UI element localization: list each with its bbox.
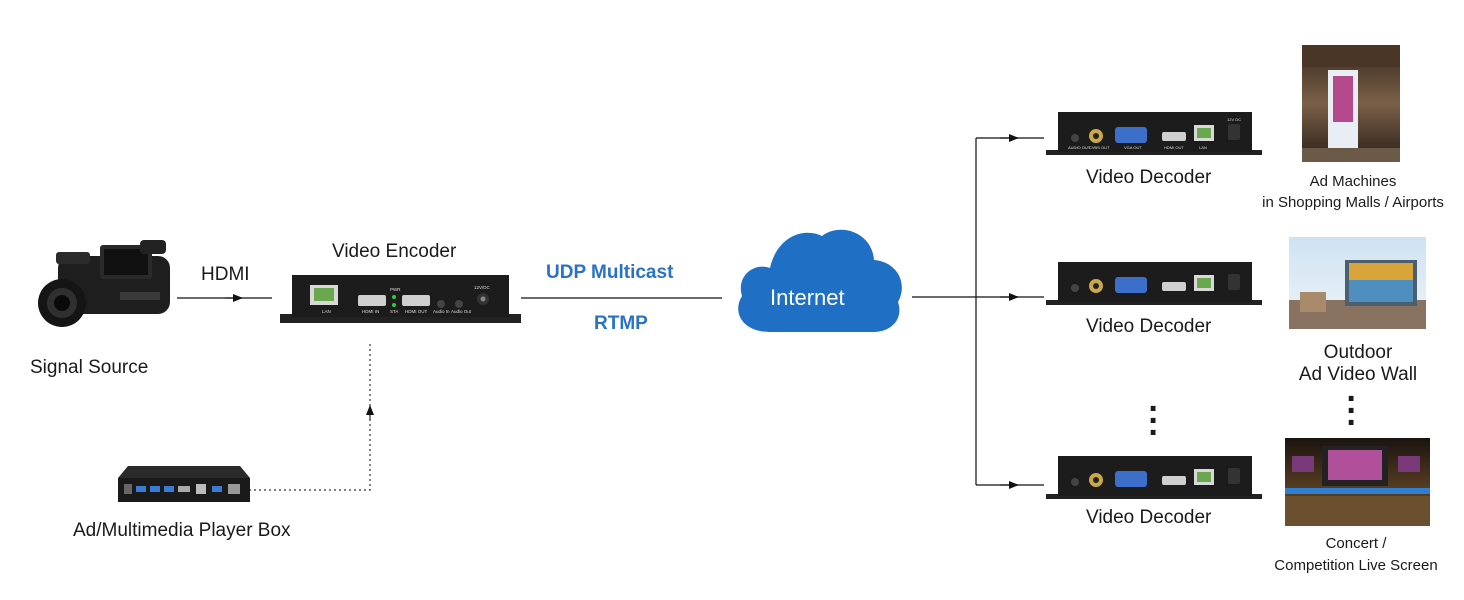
decoder-port-labels: AUDIO OUT CVBS OUT VGA OUT HDMI OUT LAN …	[1068, 117, 1241, 150]
enc-port-hdmi-in: HDMI IN	[362, 309, 379, 314]
ad-machines-line-1: Ad Machines	[1309, 173, 1397, 190]
video-decoder-device-1	[1046, 112, 1262, 155]
dec-port-lan: LAN	[1199, 145, 1207, 150]
enc-port-pwr: PWR	[390, 287, 401, 292]
outdoor-wall-label: Outdoor Ad Video Wall	[1270, 342, 1446, 386]
player-box-label: Ad/Multimedia Player Box	[73, 520, 291, 541]
dec-port-audio-out: AUDIO OUT	[1068, 145, 1091, 150]
screen-ellipsis-icon: ···	[1346, 380, 1358, 442]
dec-port-dc: 12V DC	[1227, 117, 1241, 122]
enc-port-lan: LAN	[322, 309, 331, 314]
ad-machines-label: Ad Machines in Shopping Malls / Airports	[1250, 171, 1456, 213]
ad-machines-line-2: in Shopping Malls / Airports	[1262, 194, 1444, 211]
video-decoder-label-2: Video Decoder	[1086, 316, 1212, 337]
video-decoder-label-3: Video Decoder	[1086, 507, 1212, 528]
encoder-port-labels: LAN HDMI IN PWR STA HDMI OUT Audio In Au…	[322, 285, 491, 314]
enc-port-sta: STA	[390, 309, 398, 314]
rtmp-label: RTMP	[594, 313, 648, 334]
video-encoder-device	[280, 275, 521, 323]
dec-port-cvbs-out: CVBS OUT	[1089, 145, 1110, 150]
enc-port-audio-in: Audio In	[433, 309, 450, 314]
video-decoder-device-2	[1046, 262, 1262, 305]
decoder-ellipsis-icon: ···	[1148, 390, 1160, 452]
video-decoder-device-3	[1046, 456, 1262, 499]
mall-ad-machine-image	[1302, 45, 1400, 162]
player-box-link	[249, 343, 371, 491]
enc-port-hdmi-out: HDMI OUT	[405, 309, 427, 314]
hdmi-label: HDMI	[201, 264, 250, 285]
dec-port-hdmi-out: HDMI OUT	[1164, 145, 1184, 150]
concert-line-1: Concert /	[1325, 535, 1387, 552]
outdoor-line-1: Outdoor	[1323, 342, 1393, 363]
video-decoder-label-1: Video Decoder	[1086, 167, 1212, 188]
internet-label: Internet	[770, 285, 845, 310]
internet-cloud-icon	[738, 229, 902, 332]
player-box-device	[118, 466, 250, 502]
dec-port-vga-out: VGA OUT	[1124, 145, 1142, 150]
outdoor-video-wall-image	[1289, 237, 1426, 329]
enc-port-dc: 12V/DC	[474, 285, 491, 290]
video-encoder-label: Video Encoder	[332, 241, 457, 262]
concert-live-screen-image	[1285, 438, 1430, 526]
concert-screen-label: Concert / Competition Live Screen	[1262, 533, 1450, 577]
outdoor-line-2: Ad Video Wall	[1298, 364, 1418, 385]
signal-source-label: Signal Source	[30, 357, 149, 378]
enc-port-audio-out: Audio Out	[451, 309, 472, 314]
camera-icon	[38, 240, 170, 327]
concert-line-2: Competition Live Screen	[1274, 557, 1438, 574]
udp-multicast-label: UDP Multicast	[546, 262, 674, 283]
